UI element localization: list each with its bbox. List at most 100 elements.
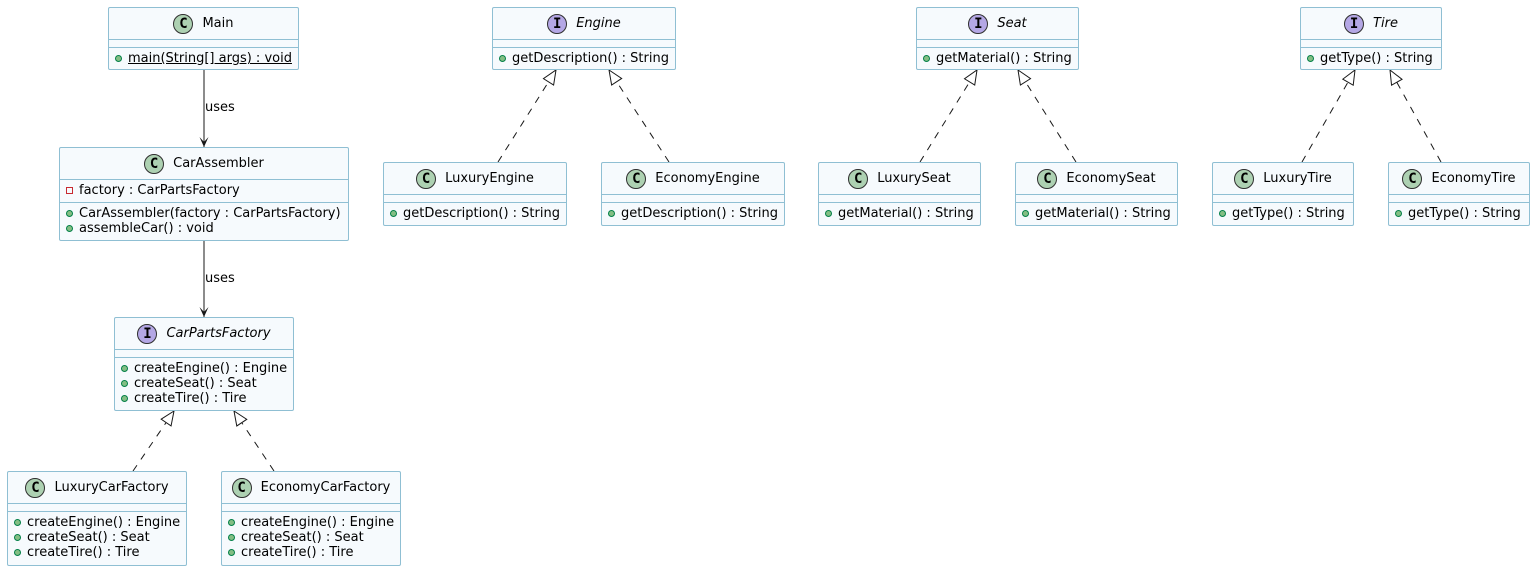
private-visibility-icon bbox=[66, 187, 73, 194]
public-visibility-icon bbox=[14, 549, 21, 556]
public-visibility-icon bbox=[825, 210, 832, 217]
member-text: factory : CarPartsFactory bbox=[79, 183, 240, 198]
realization-line bbox=[1301, 81, 1349, 163]
realization-arrowhead-icon bbox=[1017, 68, 1032, 86]
relation-label: uses bbox=[205, 271, 235, 286]
class-name: EconomyTire bbox=[1431, 171, 1516, 186]
method: getType() : String bbox=[1219, 206, 1353, 221]
methods-section: main(String[] args) : void bbox=[109, 48, 298, 70]
field: factory : CarPartsFactory bbox=[66, 183, 348, 198]
fields-section bbox=[384, 195, 566, 203]
method: createEngine() : Engine bbox=[121, 361, 293, 376]
method: createTire() : Tire bbox=[228, 545, 400, 560]
class-name: LuxuryEngine bbox=[445, 171, 534, 186]
method: getMaterial() : String bbox=[1022, 206, 1177, 221]
class-name: CarPartsFactory bbox=[166, 326, 271, 341]
fields-section bbox=[1016, 195, 1177, 203]
class-badge-icon: C bbox=[1402, 168, 1423, 189]
fields-section bbox=[109, 40, 298, 48]
relation-label: uses bbox=[205, 100, 235, 115]
method: createSeat() : Seat bbox=[228, 530, 400, 545]
public-visibility-icon bbox=[121, 365, 128, 372]
fields-section bbox=[222, 504, 400, 512]
class-header: I Engine bbox=[493, 8, 675, 40]
methods-section: getType() : String bbox=[1301, 48, 1441, 70]
member-text: assembleCar() : void bbox=[79, 221, 214, 236]
public-visibility-icon bbox=[121, 395, 128, 402]
interface-badge-icon: I bbox=[968, 13, 989, 34]
realization-line bbox=[1396, 82, 1442, 163]
class-name: EconomyCarFactory bbox=[260, 480, 391, 495]
dependency-arrowhead-icon bbox=[199, 307, 209, 317]
member-text: createSeat() : Seat bbox=[241, 530, 364, 545]
method: createSeat() : Seat bbox=[121, 376, 293, 391]
public-visibility-icon bbox=[1307, 55, 1314, 62]
methods-section: getMaterial() : String bbox=[917, 48, 1078, 70]
class-name: Engine bbox=[576, 16, 621, 31]
realization-arrowhead-icon bbox=[1389, 68, 1403, 86]
methods-section: getDescription() : String bbox=[493, 48, 675, 70]
member-text: createTire() : Tire bbox=[27, 545, 140, 560]
method: createEngine() : Engine bbox=[14, 515, 186, 530]
interface-badge-icon: I bbox=[547, 13, 568, 34]
member-text: getDescription() : String bbox=[403, 206, 560, 221]
method: getMaterial() : String bbox=[825, 206, 980, 221]
public-visibility-icon bbox=[608, 210, 615, 217]
realization-line bbox=[132, 422, 167, 472]
member-text: getMaterial() : String bbox=[838, 206, 974, 221]
class-badge-icon: C bbox=[626, 168, 647, 189]
class-name: EconomySeat bbox=[1066, 171, 1156, 186]
class-badge-icon: C bbox=[25, 477, 46, 498]
fields-section bbox=[602, 195, 784, 203]
realization-line bbox=[241, 422, 275, 472]
class-header: C EconomyEngine bbox=[602, 163, 784, 195]
realization-arrowhead-icon bbox=[233, 409, 248, 427]
member-text: getType() : String bbox=[1232, 206, 1345, 221]
class-name: EconomyEngine bbox=[655, 171, 760, 186]
methods-section: getType() : String bbox=[1389, 203, 1529, 225]
fields-section bbox=[1213, 195, 1353, 203]
class-name: LuxuryTire bbox=[1263, 171, 1332, 186]
fields-section bbox=[819, 195, 980, 203]
member-text: getDescription() : String bbox=[621, 206, 778, 221]
class-name: LuxurySeat bbox=[877, 171, 951, 186]
method: getType() : String bbox=[1395, 206, 1529, 221]
member-text: main(String[] args) : void bbox=[128, 51, 292, 66]
class-name: Main bbox=[202, 16, 234, 31]
realization-arrowhead-icon bbox=[542, 68, 557, 86]
public-visibility-icon bbox=[228, 534, 235, 541]
methods-section: getMaterial() : String bbox=[819, 203, 980, 225]
member-text: getMaterial() : String bbox=[1035, 206, 1171, 221]
class-box-economy-tire: C EconomyTire getType() : String bbox=[1388, 162, 1530, 226]
method: main(String[] args) : void bbox=[115, 51, 298, 66]
realization-line bbox=[1025, 81, 1077, 163]
realization-line bbox=[497, 81, 549, 163]
public-visibility-icon bbox=[499, 55, 506, 62]
member-text: getDescription() : String bbox=[512, 51, 669, 66]
member-text: createTire() : Tire bbox=[241, 545, 354, 560]
method: createTire() : Tire bbox=[14, 545, 186, 560]
public-visibility-icon bbox=[923, 55, 930, 62]
methods-section: CarAssembler(factory : CarPartsFactory)a… bbox=[60, 203, 348, 240]
method: getDescription() : String bbox=[499, 51, 675, 66]
realization-arrowhead-icon bbox=[608, 68, 623, 86]
public-visibility-icon bbox=[1219, 210, 1226, 217]
class-box-engine: I Engine getDescription() : String bbox=[492, 7, 676, 70]
fields-section bbox=[493, 40, 675, 48]
class-box-economy-engine: C EconomyEngine getDescription() : String bbox=[601, 162, 785, 226]
class-badge-icon: C bbox=[144, 153, 165, 174]
